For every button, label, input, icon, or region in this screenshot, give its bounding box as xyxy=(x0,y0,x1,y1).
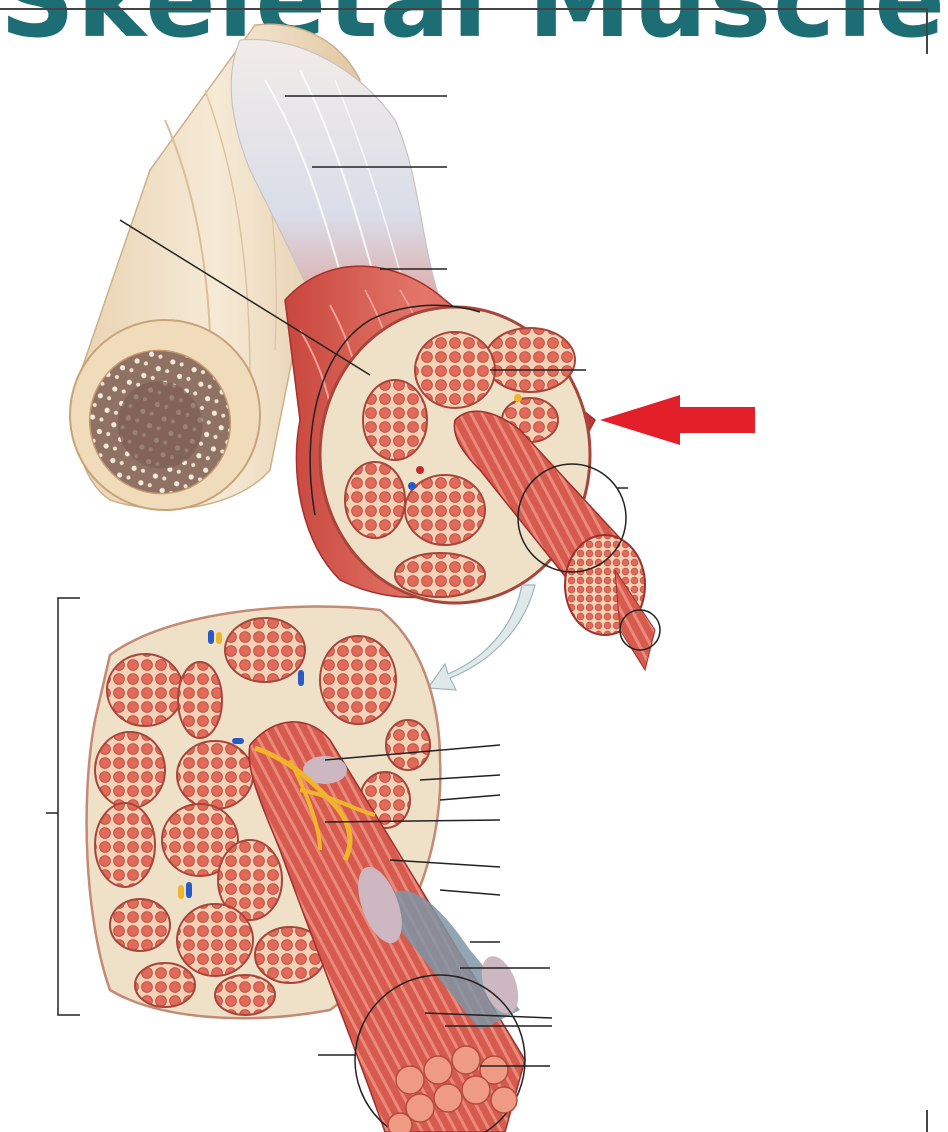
leader-lines xyxy=(119,95,628,1067)
fascicle-zoom-circle xyxy=(517,463,627,573)
frame-right-bottom-rule xyxy=(926,1110,928,1132)
bracket xyxy=(57,597,80,1016)
frame-right-rule xyxy=(926,8,928,54)
red-arrow-icon xyxy=(600,395,755,445)
fiber-zoom-circle xyxy=(619,609,661,651)
muscle-fiber-ends xyxy=(387,1045,518,1132)
extended-fascicle xyxy=(248,721,526,1132)
curved-arrow-icon xyxy=(426,584,536,691)
muscle-cross-section xyxy=(318,305,592,605)
frame-top-rule xyxy=(0,8,928,10)
fiber-bundle-zoom-circle xyxy=(354,974,526,1132)
